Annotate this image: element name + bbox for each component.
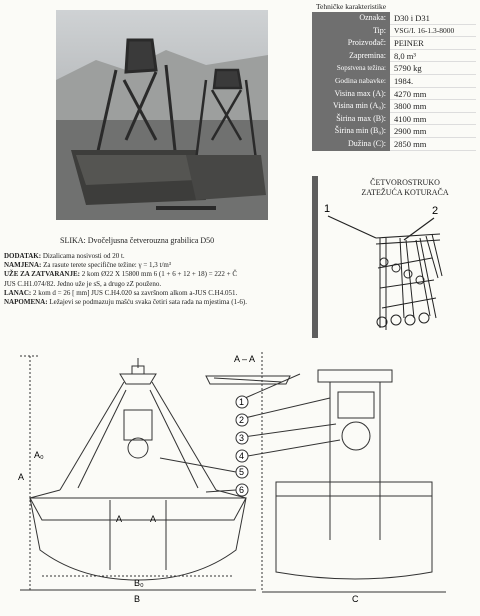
- napomena-key: NAPOMENA:: [4, 298, 48, 307]
- section-mark-a-right: A: [150, 514, 156, 524]
- row-label: Visina max (A):: [312, 87, 390, 101]
- divider-bar: [312, 176, 318, 338]
- dim-A0: A₀: [34, 450, 44, 460]
- callout-1: 1: [239, 397, 244, 407]
- row-value: 3800 mm: [390, 100, 476, 113]
- row-label: Širina max (B):: [312, 112, 390, 126]
- uze-key: UŽE ZA ZATVARANJE:: [4, 270, 80, 279]
- row-label: Zapremina:: [312, 49, 390, 63]
- table-row: Oznaka:D30 i D31: [312, 12, 476, 25]
- grab-drawing: A – A 1 2 3 4 5 6 A A₀ B B₀ C A A: [18, 352, 446, 604]
- dodatak-key: DODATAK:: [4, 252, 42, 260]
- row-value: 2850 mm: [390, 138, 476, 151]
- row-label: Godina nabavke:: [312, 74, 390, 88]
- row-value: PEINER: [390, 37, 476, 50]
- row-label: Tip:: [312, 24, 390, 38]
- table-row: Visina min (A₀):3800 mm: [312, 100, 476, 113]
- row-label: Sopstvena težina:: [312, 62, 390, 75]
- lanac-text: 2 kom d = 26 [ mm] JUS C.H4.020 sa završ…: [32, 288, 238, 297]
- callout-3: 3: [239, 433, 244, 443]
- namjena-text: Za rasute terete specifične težine: γ = …: [43, 261, 171, 270]
- sketch-title-line2: ZATEŽUĆA KOTURAČA: [361, 188, 449, 197]
- table-row: Tip:VSG/I. 16-1.3-8000: [312, 24, 476, 38]
- lanac-key: LANAC:: [4, 288, 32, 297]
- grab-photo: [56, 10, 268, 220]
- dim-B: B: [134, 594, 140, 604]
- namjena-key: NAMJENA:: [4, 261, 42, 270]
- callout-4: 4: [239, 451, 244, 461]
- row-value: VSG/I. 16-1.3-8000: [390, 25, 476, 38]
- dodatak-text: Dizalicama nosivosti od 20 t.: [42, 252, 125, 260]
- row-value: 2900 mm: [390, 125, 476, 138]
- section-mark-a-left: A: [116, 514, 122, 524]
- table-row: Visina max (A):4270 mm: [312, 87, 476, 101]
- table-row: Proizvođač:PEINER: [312, 37, 476, 50]
- row-label: Proizvođač:: [312, 37, 390, 50]
- section-label: A – A: [234, 354, 255, 364]
- sketch-title-line1: ČETVOROSTRUKO: [370, 178, 440, 187]
- specs-table-header: Tehničke karakteristike: [316, 2, 387, 11]
- notes-block: DODATAK: Dizalicama nosivosti od 20 t. N…: [4, 252, 310, 307]
- row-label: Visina min (A₀):: [312, 100, 390, 113]
- photo-caption: SLIKA: Dvočeljusna četverouzna grabilica…: [60, 236, 215, 245]
- callout-6: 6: [239, 485, 244, 495]
- dim-B0: B₀: [134, 578, 144, 588]
- uze-text-2: JUS C.H1.074/82. Jedno uže je sS, a drug…: [4, 279, 162, 288]
- dim-C: C: [352, 594, 359, 604]
- row-value: D30 i D31: [390, 12, 476, 25]
- sketch-label-1: 1: [324, 203, 330, 215]
- row-label: Oznaka:: [312, 12, 390, 25]
- callout-2: 2: [239, 415, 244, 425]
- row-value: 1984.: [390, 75, 476, 88]
- table-row: Širina min (B₀):2900 mm: [312, 125, 476, 138]
- uze-text: 2 kom Ø22 X 15800 mm 6 (1 + 6 + 12 + 18)…: [81, 270, 237, 279]
- table-row: Dužina (C):2850 mm: [312, 137, 476, 151]
- row-label: Širina min (B₀):: [312, 125, 390, 138]
- sketch-title: ČETVOROSTRUKO ZATEŽUĆA KOTURAČA: [330, 178, 480, 198]
- callout-5: 5: [239, 467, 244, 477]
- table-row: Zapremina:8,0 m³: [312, 49, 476, 63]
- row-label: Dužina (C):: [312, 137, 390, 151]
- row-value: 4100 mm: [390, 113, 476, 126]
- table-row: Godina nabavke:1984.: [312, 74, 476, 88]
- pulley-sketch: 1 2: [324, 203, 443, 330]
- dim-A: A: [18, 472, 24, 482]
- row-value: 5790 kg: [390, 62, 476, 75]
- table-row: Sopstvena težina:5790 kg: [312, 62, 476, 75]
- table-row: Širina max (B):4100 mm: [312, 112, 476, 126]
- row-value: 4270 mm: [390, 88, 476, 101]
- row-value: 8,0 m³: [390, 50, 476, 63]
- sketch-label-2: 2: [432, 205, 438, 217]
- napomena-text: Ležajevi se podmazuju mašću svaka četiri…: [49, 298, 247, 307]
- specs-table: Tehničke karakteristike Oznaka:D30 i D31…: [312, 2, 476, 151]
